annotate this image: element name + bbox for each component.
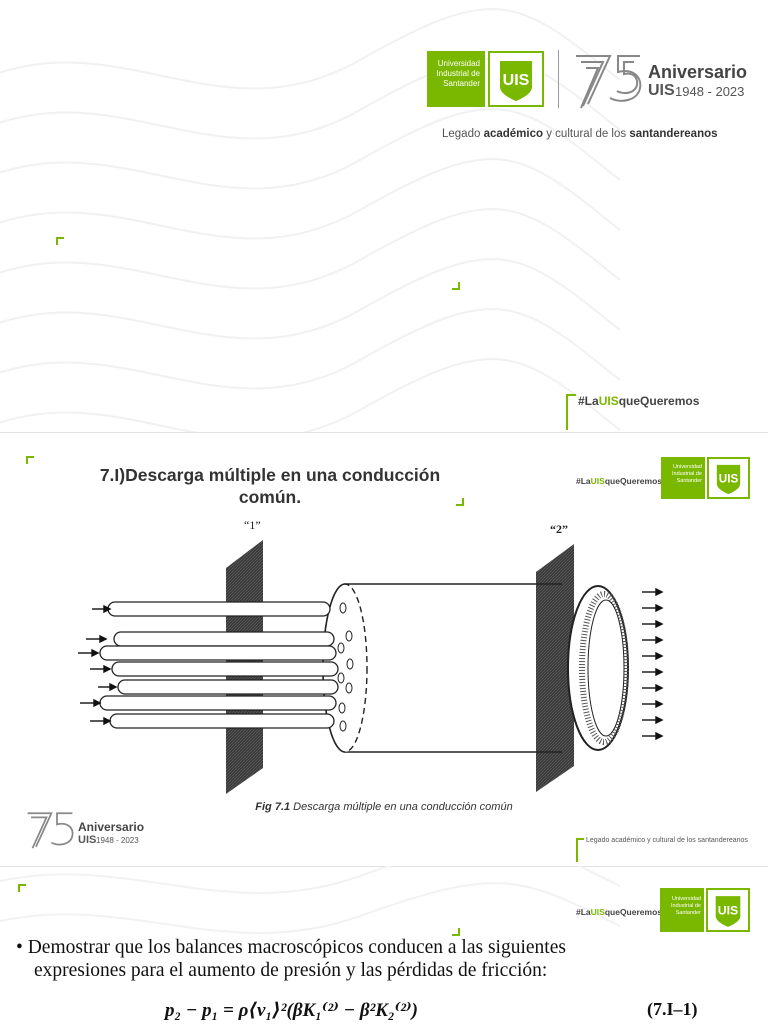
slide-title: 7.I)Descarga múltiple en una conducción …: [20, 464, 520, 508]
hashtag-highlight: UIS: [590, 476, 605, 486]
uis-name-line: Industrial de: [671, 903, 701, 909]
slide-3: #LaUISqueQueremos Universidad Industrial…: [0, 866, 768, 1024]
hashtag-post: queQueremos: [604, 907, 662, 917]
hashtag: #LaUISqueQueremos: [576, 907, 662, 917]
uis-name-line: Industrial de: [672, 471, 702, 477]
equation: p₂ − p₁ = ρ⟨v₁⟩²(βK₁⁽²⁾ − β²K₂⁽²⁾): [165, 1000, 418, 1021]
title-line-2: común.: [238, 487, 302, 507]
slide-2: 7.I)Descarga múltiple en una conducción …: [0, 432, 768, 866]
hashtag-pre: #La: [578, 394, 599, 408]
accent-bar: [576, 838, 578, 862]
divider: [558, 50, 559, 108]
plane-label-2: “2”: [550, 522, 568, 536]
corner-mark: [452, 282, 460, 290]
accent-bar: [566, 394, 568, 430]
aniversario-brand: UIS: [648, 82, 675, 99]
corner-mark: [56, 237, 64, 245]
uis-name-line: Universidad: [672, 464, 702, 470]
slide-1: Universidad Industrial de Santander UIS …: [0, 0, 768, 432]
hashtag-highlight: UIS: [590, 907, 605, 917]
aniversario-years: 1948 - 2023: [96, 836, 139, 845]
uis-name-line: Universidad: [671, 896, 701, 902]
plane-label-1: “1”: [244, 518, 261, 532]
uis-name-box: Universidad Industrial de Santander: [660, 888, 704, 932]
legado-tagline: Legado académico y cultural de los santa…: [586, 837, 748, 844]
bullet-text: • Demostrar que los balances macroscópic…: [16, 936, 756, 982]
slide-separator: [0, 866, 768, 867]
accent-bar: [576, 838, 584, 840]
svg-text:UIS: UIS: [718, 904, 739, 918]
uis-name-box: Universidad Industrial de Santander: [427, 51, 485, 107]
figure-caption: Fig 7.1 Descarga múltiple en una conducc…: [0, 801, 768, 813]
manifold-figure: [78, 540, 664, 794]
bullet-line-2: expresiones para el aumento de presión y…: [34, 960, 548, 981]
caption-label: Fig 7.1: [255, 801, 291, 813]
uis-name-box: Universidad Industrial de Santander: [661, 457, 705, 499]
plane-2: [536, 544, 574, 792]
caption-text: Descarga múltiple en una conducción comú…: [290, 801, 513, 813]
title-line-1: 7.I)Descarga múltiple en una conducción: [99, 465, 441, 485]
slide-separator: [0, 432, 768, 433]
aniversario-text: Aniversario: [78, 820, 145, 834]
corner-mark: [452, 928, 460, 936]
legado-mid2: de los: [592, 128, 630, 140]
corner-mark: [18, 884, 26, 892]
uis-logo: UIS: [707, 457, 750, 499]
background-pattern: [0, 8, 621, 432]
uis-name-line: Santander: [675, 910, 701, 916]
legado-pre: Legado: [442, 128, 484, 140]
aniversario-logo: Aniversario UIS 1948 - 2023: [22, 808, 152, 856]
hashtag-post: queQueremos: [618, 394, 700, 408]
uis-logo: UIS: [488, 51, 544, 107]
background-pattern: [0, 866, 621, 934]
uis-logo: UIS: [706, 888, 750, 932]
hashtag-pre: #La: [576, 907, 591, 917]
aniversario-logo: Aniversario UIS 1948 - 2023: [568, 50, 748, 110]
hashtag-highlight: UIS: [598, 394, 619, 408]
hashtag: #LaUISqueQueremos: [576, 476, 662, 486]
corner-mark: [456, 498, 464, 506]
uis-name-line: Industrial de: [436, 69, 480, 78]
uis-name-line: Universidad: [437, 59, 480, 68]
svg-text:UIS: UIS: [719, 472, 739, 485]
aniversario-brand: UIS: [78, 834, 97, 846]
legado-mid: y cultural: [543, 128, 593, 140]
svg-text:UIS: UIS: [503, 72, 530, 89]
uis-name-line: Santander: [443, 79, 480, 88]
aniversario-years: 1948 - 2023: [675, 84, 745, 99]
hashtag-pre: #La: [576, 476, 591, 486]
equation-number: (7.I–1): [647, 999, 698, 1019]
uis-name-line: Santander: [676, 478, 702, 484]
corner-mark: [26, 456, 34, 464]
legado-bold1: académico: [483, 128, 544, 140]
legado-tagline: Legado académico y cultural de los santa…: [442, 128, 718, 140]
hashtag-post: queQueremos: [604, 476, 662, 486]
bullet-line-1: • Demostrar que los balances macroscópic…: [16, 937, 566, 958]
accent-bar: [566, 394, 576, 396]
aniversario-text: Aniversario: [648, 62, 748, 82]
legado-bold2: santandereanos: [629, 128, 718, 140]
hashtag: #LaUISqueQueremos: [578, 394, 699, 408]
